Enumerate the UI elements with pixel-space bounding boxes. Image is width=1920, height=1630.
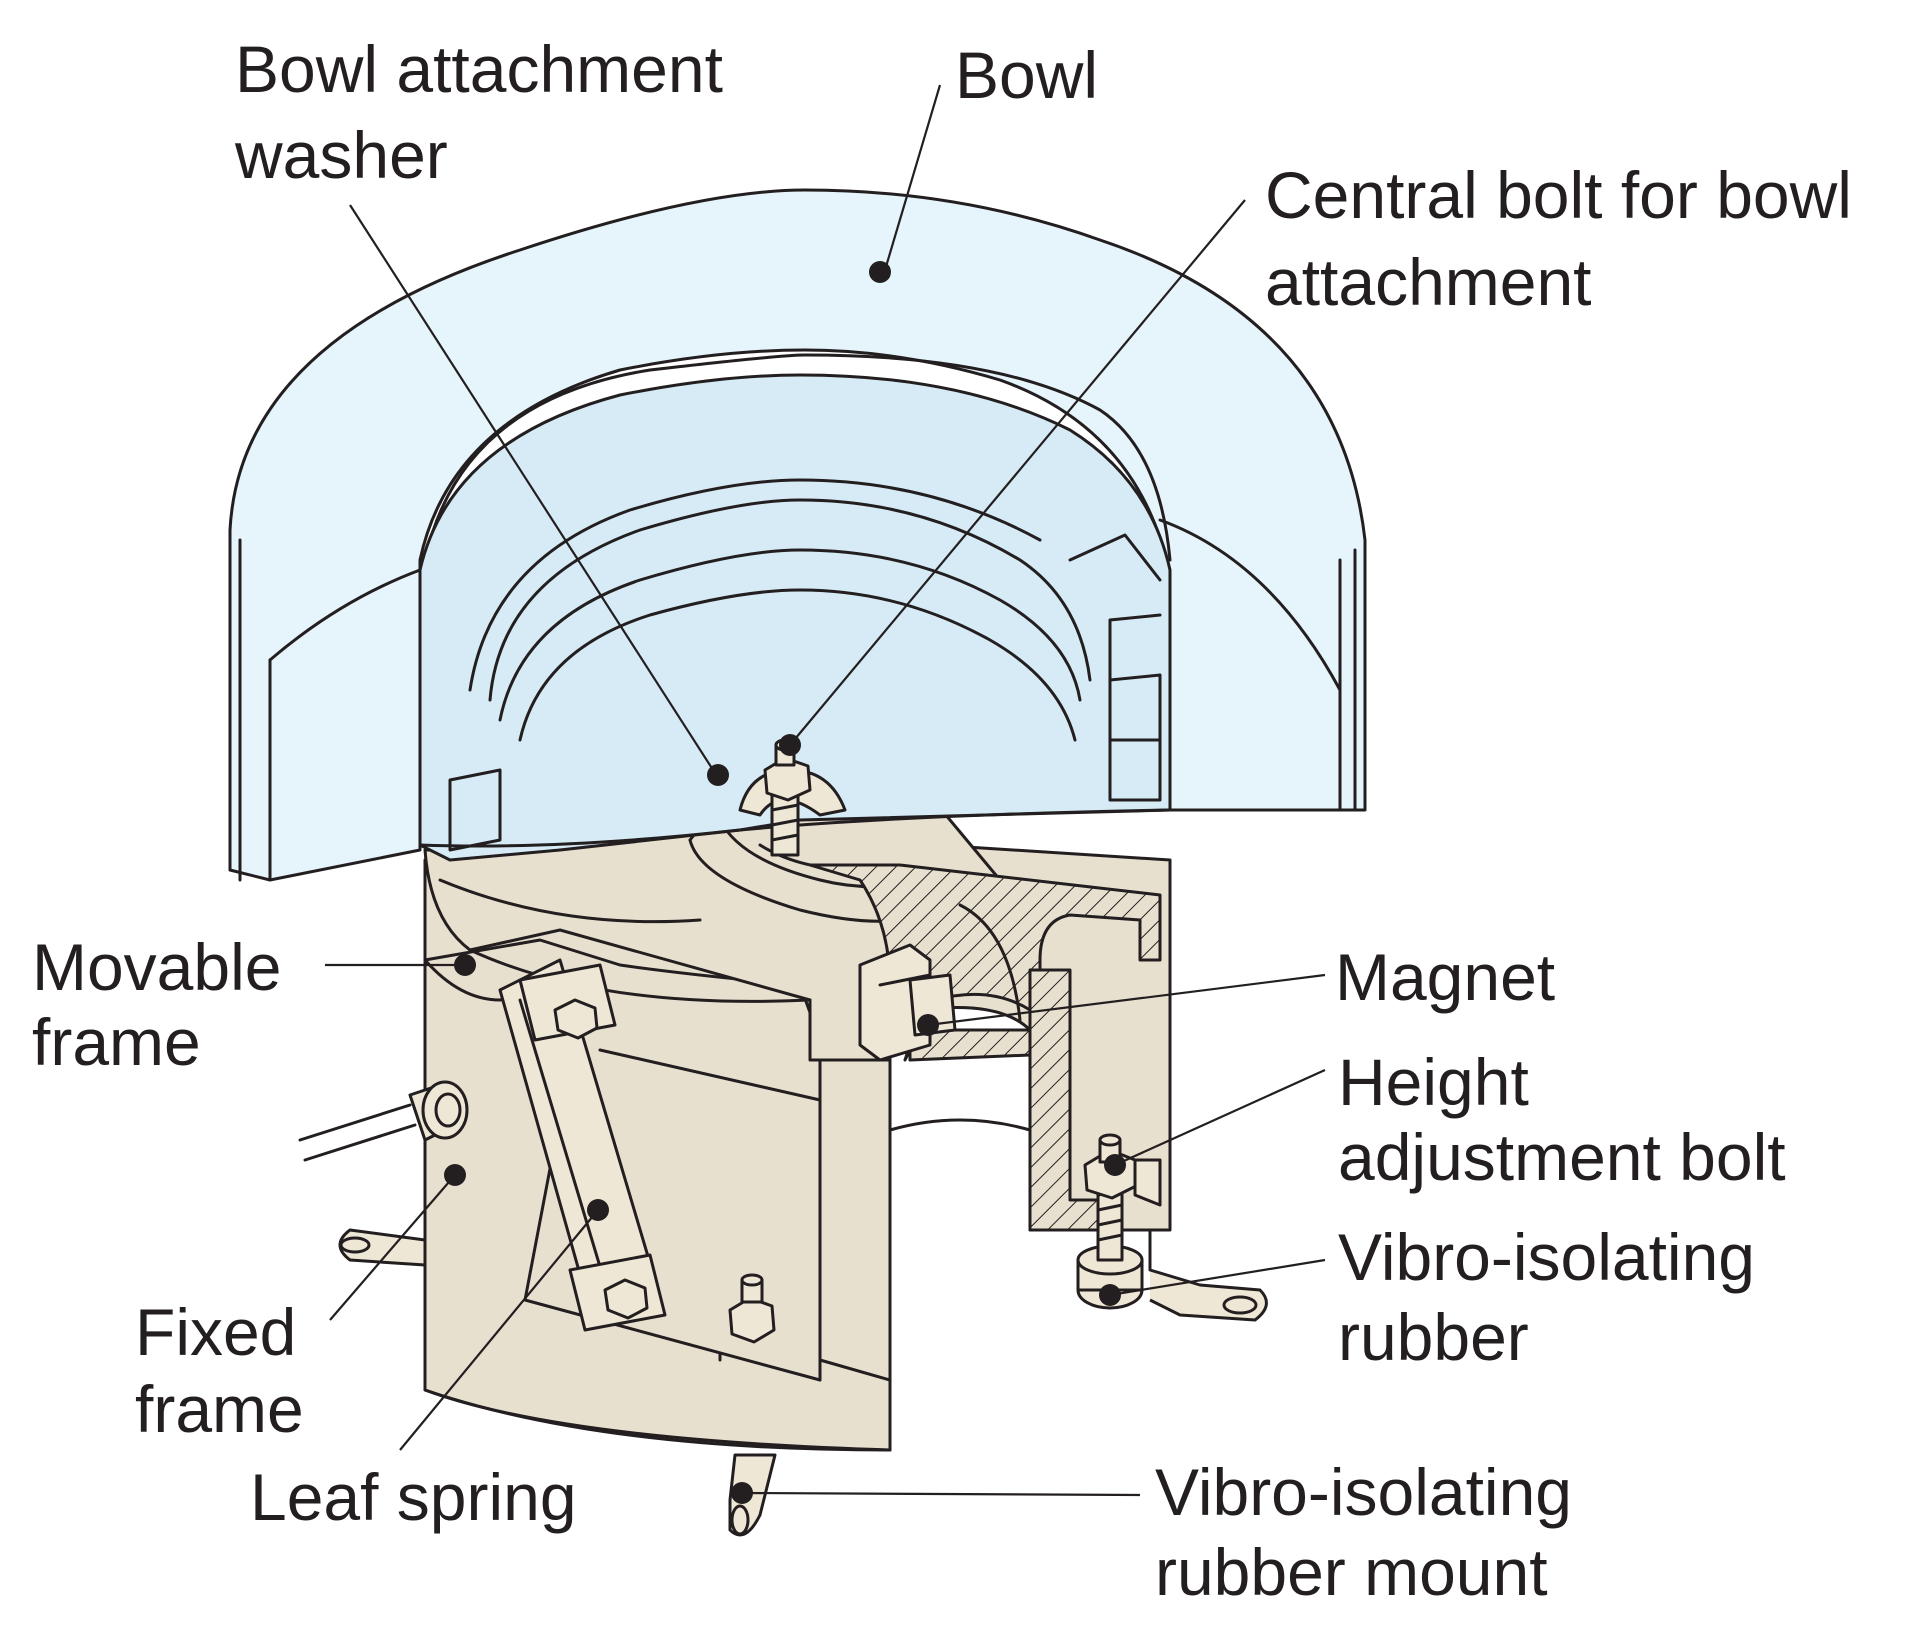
label-vibro-isolating-rubber-mount: Vibro-isolating rubber mount	[1155, 1455, 1572, 1609]
label-movable-frame: Movable frame	[32, 930, 281, 1079]
label-bowl: Bowl	[955, 38, 1098, 112]
leaf-spring	[498, 958, 667, 1332]
leaders	[325, 84, 1326, 1504]
drive-base	[298, 758, 1268, 1537]
svg-text:frame: frame	[32, 1005, 201, 1079]
label-bowl-attachment-washer: Bowl attachment washer	[234, 32, 723, 192]
svg-text:Vibro-isolating: Vibro-isolating	[1338, 1220, 1755, 1294]
svg-text:Vibro-isolating: Vibro-isolating	[1155, 1455, 1572, 1529]
svg-text:Central bolt for bowl: Central bolt for bowl	[1265, 158, 1852, 232]
cutaway-section	[808, 863, 1162, 1062]
rubber-mount-left	[338, 1228, 427, 1267]
label-fixed-frame: Fixed frame	[135, 1295, 304, 1446]
svg-text:Height: Height	[1338, 1045, 1529, 1119]
bowl-outer-ring	[228, 188, 1367, 882]
base-nut	[728, 1273, 776, 1344]
svg-text:Bowl: Bowl	[955, 38, 1098, 112]
svg-text:Bowl attachment: Bowl attachment	[235, 32, 723, 106]
label-central-bolt: Central bolt for bowl attachment	[1265, 158, 1852, 319]
svg-text:adjustment bolt: adjustment bolt	[1338, 1120, 1786, 1194]
height-adjustment-bolt	[1076, 1133, 1268, 1322]
svg-text:washer: washer	[234, 118, 448, 192]
svg-text:frame: frame	[135, 1372, 304, 1446]
svg-text:Movable: Movable	[32, 930, 281, 1004]
label-leaf-spring: Leaf spring	[250, 1460, 577, 1534]
svg-text:rubber mount: rubber mount	[1155, 1535, 1548, 1609]
bowl	[228, 188, 1367, 882]
svg-text:Magnet: Magnet	[1335, 940, 1555, 1014]
label-magnet: Magnet	[1335, 940, 1555, 1014]
cable-connector	[298, 1080, 469, 1162]
svg-text:attachment: attachment	[1265, 245, 1592, 319]
label-height-adjustment-bolt: Height adjustment bolt	[1338, 1045, 1786, 1194]
label-vibro-isolating-rubber: Vibro-isolating rubber	[1338, 1220, 1755, 1374]
svg-text:Fixed: Fixed	[135, 1295, 296, 1369]
svg-text:Leaf spring: Leaf spring	[250, 1460, 577, 1534]
bowl-inner-floor	[418, 373, 1172, 862]
svg-text:rubber: rubber	[1338, 1300, 1529, 1374]
